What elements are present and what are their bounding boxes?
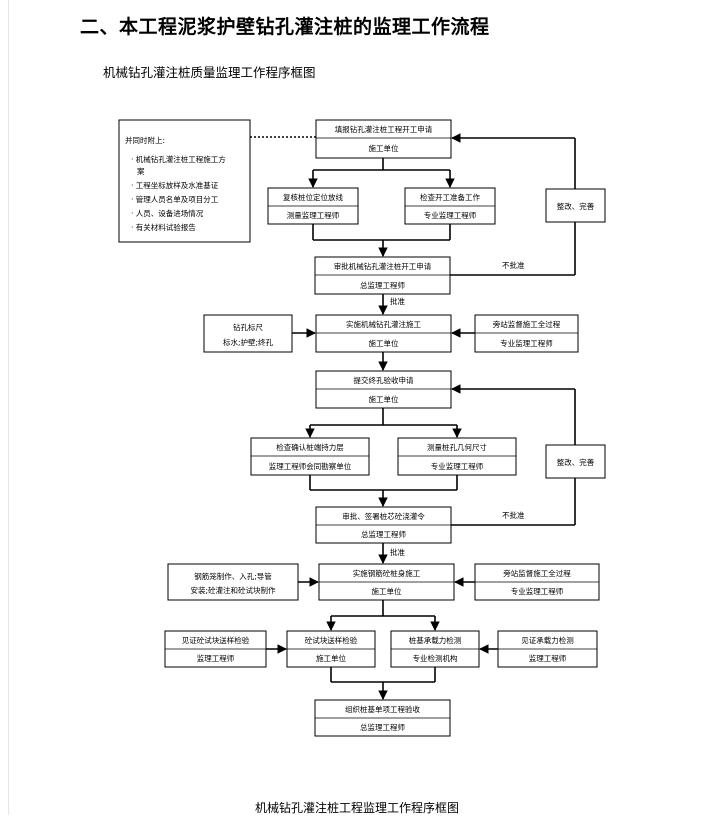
node-check-position: 复核桩位定位放线 测量监理工程师 [267, 187, 359, 225]
svg-text:总监理工程师: 总监理工程师 [360, 280, 405, 290]
node-construct: 实施机械钻孔灌注施工 施工单位 [315, 314, 452, 353]
svg-text:监理工程师: 监理工程师 [529, 653, 567, 663]
svg-text:施工单位: 施工单位 [316, 653, 346, 663]
label-reject-2: 不批准 [502, 510, 525, 520]
svg-text:监理工程师会同勘察单位: 监理工程师会同勘察单位 [269, 461, 352, 471]
attachment-item: 案 [137, 166, 145, 176]
svg-text:桩基承载力检测: 桩基承载力检测 [409, 635, 462, 645]
svg-text:测量桩孔几何尺寸: 测量桩孔几何尺寸 [427, 442, 487, 452]
node-approve-pour: 审批、签署桩芯砼浇灌令 总监理工程师 [315, 506, 452, 544]
node-check-prep: 检查开工准备工作 专业监理工程师 [404, 187, 496, 225]
svg-text:检查开工准备工作: 检查开工准备工作 [420, 192, 480, 202]
node-sample-test: 砼试块送样检验 施工单位 [286, 630, 376, 668]
svg-text:标水;护壁;终孔: 标水;护壁;终孔 [223, 337, 274, 347]
node-approve-start: 审批机械钻孔灌注桩开工申请 总监理工程师 [314, 256, 451, 295]
node-cage-detail: 钢筋笼制作、入孔;导管 安装;砼灌注和砼试块制作 [167, 563, 299, 601]
svg-text:实施机械钻孔灌注施工: 实施机械钻孔灌注施工 [346, 319, 421, 329]
svg-text:专业监理工程师: 专业监理工程师 [424, 210, 477, 220]
node-side-supervise-1: 旁站监督施工全过程 专业监理工程师 [474, 314, 579, 353]
node-final-hole: 提交终孔验收申请 施工单位 [315, 370, 452, 409]
svg-text:施工单位: 施工单位 [369, 143, 399, 153]
svg-text:总监理工程师: 总监理工程师 [361, 529, 406, 539]
attachment-item: · 有关材料试验报告 [131, 222, 196, 232]
svg-text:见证砼试块送样检验: 见证砼试块送样检验 [182, 635, 250, 645]
node-cage-work: 实施钢筋砼桩身施工 施工单位 [318, 563, 455, 601]
figure-caption: 机械钻孔灌注桩工程监理工作程序框图 [254, 801, 459, 815]
svg-text:施工单位: 施工单位 [372, 586, 402, 596]
svg-text:砼试块送样检验: 砼试块送样检验 [305, 635, 358, 645]
svg-text:填报钻孔灌注桩工程开工申请: 填报钻孔灌注桩工程开工申请 [335, 124, 433, 134]
node-drill-elev: 钻孔标尺 标水;护壁;终孔 [203, 314, 293, 353]
svg-text:钢筋笼制作、入孔;导管: 钢筋笼制作、入孔;导管 [194, 571, 272, 581]
svg-text:施工单位: 施工单位 [369, 394, 399, 404]
node-submit-report: 填报钻孔灌注桩工程开工申请 施工单位 [315, 119, 452, 159]
attachment-title: 并同时附上: [125, 135, 165, 145]
label-reject-1: 不批准 [502, 260, 525, 270]
page-title: 二、本工程泥浆护壁钻孔灌注桩的监理工作流程 [80, 16, 490, 38]
attachment-item: · 管理人员名单及项目分工 [131, 194, 219, 204]
connectors [266, 133, 576, 700]
svg-text:监理工程师: 监理工程师 [197, 653, 235, 663]
label-approve-1: 批准 [390, 296, 405, 306]
attachment-item: · 机械钻孔灌注桩工程施工方 [131, 154, 226, 164]
svg-text:整改、完善: 整改、完善 [557, 201, 595, 211]
svg-text:专业检测机构: 专业检测机构 [413, 653, 458, 663]
label-approve-2: 批准 [390, 547, 405, 557]
attachment-item: · 人员、设备进场情况 [131, 208, 204, 218]
node-rectify-2: 整改、完善 [545, 444, 606, 479]
svg-text:施工单位: 施工单位 [369, 338, 399, 348]
svg-text:审批、签署桩芯砼浇灌令: 审批、签署桩芯砼浇灌令 [342, 511, 425, 521]
svg-text:测量监理工程师: 测量监理工程师 [287, 210, 340, 220]
svg-text:旁站监督施工全过程: 旁站监督施工全过程 [503, 568, 571, 578]
node-witness-pile: 见证承载力检测 监理工程师 [497, 630, 598, 668]
node-check-bearing: 检查确认桩端持力层 监理工程师会同勘察单位 [250, 437, 370, 476]
node-acceptance: 组织桩基单项工程验收 总监理工程师 [314, 699, 451, 737]
attachment-note: 并同时附上: · 机械钻孔灌注桩工程施工方 案 · 工程坐标放样及水准基证 · … [118, 119, 251, 243]
svg-text:见证承载力检测: 见证承载力检测 [521, 635, 574, 645]
svg-text:组织桩基单项工程验收: 组织桩基单项工程验收 [345, 704, 420, 714]
attachment-item: · 工程坐标放样及水准基证 [131, 180, 219, 190]
svg-text:专业监理工程师: 专业监理工程师 [431, 461, 484, 471]
svg-text:专业监理工程师: 专业监理工程师 [500, 338, 553, 348]
svg-text:安装;砼灌注和砼试块制作: 安装;砼灌注和砼试块制作 [190, 585, 276, 595]
svg-text:钻孔标尺: 钻孔标尺 [233, 322, 263, 332]
svg-text:复核桩位定位放线: 复核桩位定位放线 [283, 192, 343, 202]
svg-text:审批机械钻孔灌注桩开工申请: 审批机械钻孔灌注桩开工申请 [334, 261, 432, 271]
svg-text:检查确认桩端持力层: 检查确认桩端持力层 [276, 442, 344, 452]
node-rectify-1: 整改、完善 [545, 188, 606, 223]
svg-text:旁站监督施工全过程: 旁站监督施工全过程 [493, 319, 561, 329]
svg-text:整改、完善: 整改、完善 [557, 457, 595, 467]
page-edge [8, 0, 9, 815]
node-measure-geom: 测量桩孔几何尺寸 专业监理工程师 [397, 437, 517, 476]
node-witness-sample: 见证砼试块送样检验 监理工程师 [164, 630, 267, 668]
svg-text:总监理工程师: 总监理工程师 [360, 722, 405, 732]
diagram-subtitle: 机械钻孔灌注桩质量监理工作程序框图 [103, 65, 316, 80]
svg-text:提交终孔验收申请: 提交终孔验收申请 [354, 375, 414, 385]
node-pile-test: 桩基承载力检测 专业检测机构 [390, 630, 480, 668]
svg-text:实施钢筋砼桩身施工: 实施钢筋砼桩身施工 [353, 568, 421, 578]
svg-text:专业监理工程师: 专业监理工程师 [511, 586, 564, 596]
node-side-supervise-2: 旁站监督施工全过程 专业监理工程师 [474, 563, 600, 601]
